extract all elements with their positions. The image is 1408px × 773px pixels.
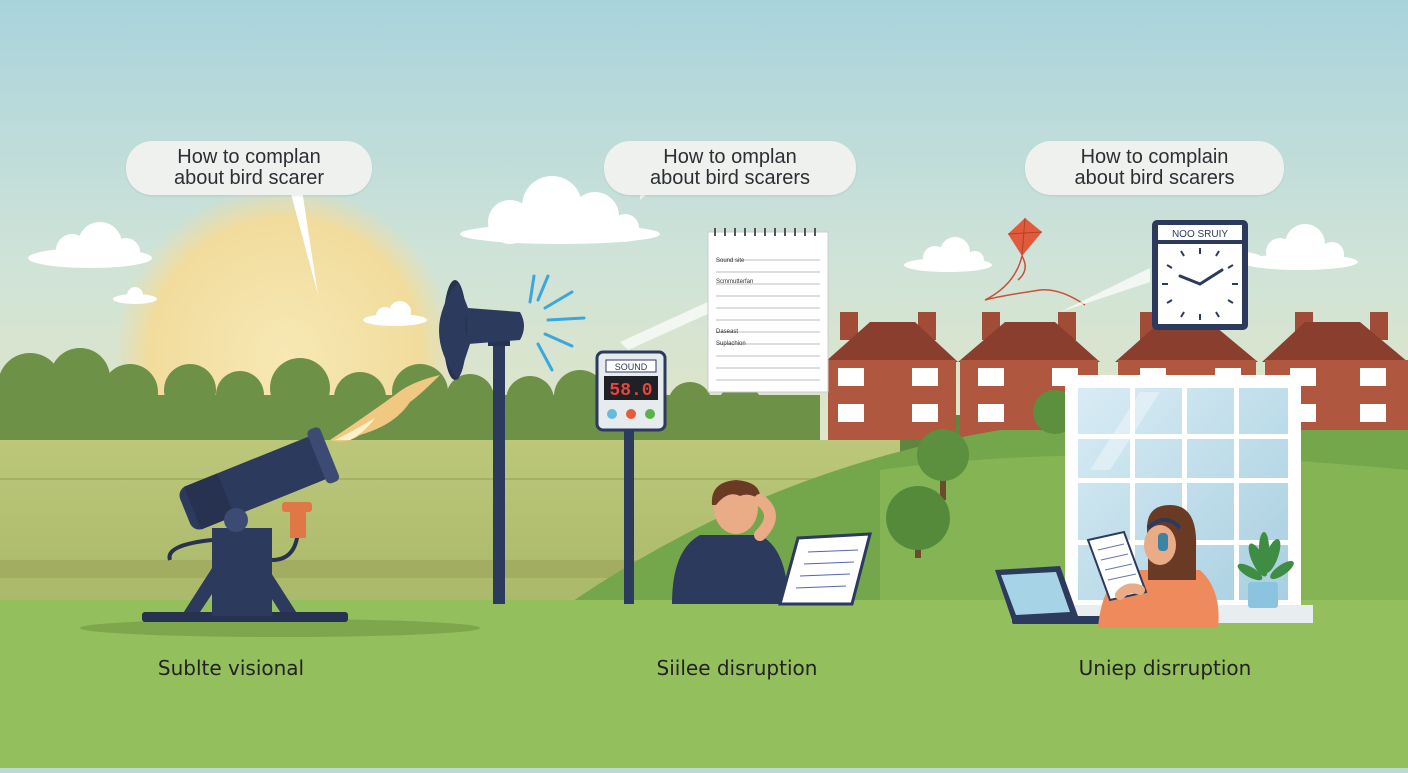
notepad-text: Suplachion (716, 341, 746, 347)
notepad-icon: Sound site Scmmutterfan Daseast Suplachi… (620, 228, 829, 393)
bubble-line: How to complain (1080, 146, 1229, 168)
meter-button[interactable] (607, 409, 617, 419)
cloud (113, 287, 157, 304)
bubble-line: How to omplan (663, 146, 797, 168)
speech-bubble: How to complain about bird scarers (1025, 141, 1284, 195)
sound-waves (528, 274, 586, 372)
kite-icon (984, 217, 1086, 306)
bubble-line: about bird scarers (649, 167, 811, 189)
speech-bubble: How to omplan about bird scarers (604, 141, 856, 195)
blast-flame (330, 375, 440, 442)
meter-button[interactable] (645, 409, 655, 419)
cloud (1242, 224, 1358, 270)
cloud (904, 237, 992, 272)
bubble-line: about bird scarers (1074, 167, 1235, 189)
bubble-line: about bird scarer (173, 167, 325, 189)
clouds (28, 176, 1358, 326)
cannon-shadow (80, 619, 480, 637)
panel-caption: Siilee disruption (656, 656, 818, 680)
meter-label: SOUND (615, 362, 648, 372)
clock-label: NOO SRUIY (1172, 229, 1228, 240)
meter-reading: 58.0 (609, 381, 652, 401)
house (825, 312, 958, 440)
panel-caption: Sublte visional (157, 656, 305, 680)
loudspeaker-icon (439, 274, 586, 604)
notepad-text: Daseast (716, 329, 738, 335)
speech-bubble: How to complan about bird scarer (126, 141, 372, 195)
man-figure (672, 480, 788, 604)
notepad-text: Scmmutterfan (716, 279, 753, 285)
panel-caption: Uniep disrruption (1078, 656, 1252, 680)
cloud (363, 301, 427, 326)
gas-cannon-icon (142, 375, 440, 622)
bubble-tail (290, 190, 318, 295)
clock-hand (1198, 268, 1224, 286)
woman-figure (1086, 505, 1219, 628)
clock-hand (1178, 274, 1202, 286)
sound-meter-icon: SOUND 58.0 (595, 350, 667, 604)
plant-icon (1237, 532, 1294, 608)
headphones-icon (1146, 518, 1182, 530)
laptop-icon (995, 566, 1112, 624)
notepad-text: Sound site (716, 258, 745, 264)
clock-icon: NOO SRUIY (1060, 220, 1248, 330)
clock-ticks (1162, 248, 1238, 320)
document-icon (778, 532, 872, 606)
notepad-lines (716, 259, 820, 381)
field-furrow (0, 478, 900, 480)
cloud (460, 176, 660, 244)
notepad-spiral (714, 228, 816, 236)
bubble-line: How to complan (177, 146, 321, 168)
cloud (28, 222, 152, 268)
meter-button[interactable] (626, 409, 636, 419)
